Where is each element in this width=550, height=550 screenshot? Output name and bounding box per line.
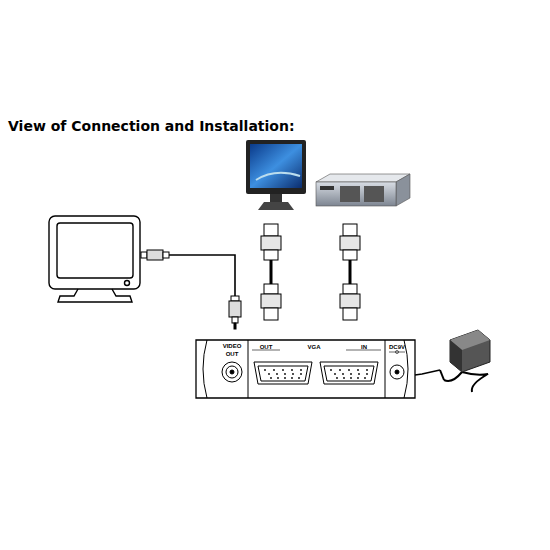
vga-pin	[343, 377, 345, 379]
rack-server	[316, 174, 410, 206]
vga-pin	[339, 369, 341, 371]
vga-pin	[291, 377, 293, 379]
vga-pin	[291, 369, 293, 371]
vga-pin	[284, 377, 286, 379]
vga-cables	[261, 224, 360, 320]
vga-pin	[330, 369, 332, 371]
vga-pin	[342, 373, 344, 375]
vga-pin	[273, 369, 275, 371]
panel-label: IN	[361, 344, 367, 350]
vga-pin	[336, 377, 338, 379]
vga-pin	[357, 377, 359, 379]
vga-pin	[300, 373, 302, 375]
vga-pin	[358, 373, 360, 375]
panel-label: OUT	[226, 351, 239, 357]
vga-pin	[264, 369, 266, 371]
vga-pin	[300, 369, 302, 371]
vga-pin	[270, 377, 272, 379]
vga-pin	[268, 373, 270, 375]
vga-pin	[284, 373, 286, 375]
panel-label: VGA	[307, 344, 320, 350]
vga-pin	[350, 373, 352, 375]
power-adapter	[415, 330, 490, 392]
vga-pin	[282, 369, 284, 371]
rca-cable	[141, 250, 241, 329]
panel-label: VIDEO	[223, 343, 242, 349]
vga-pin	[276, 373, 278, 375]
vga-pin	[298, 377, 300, 379]
vga-pin	[364, 377, 366, 379]
vga-pin	[277, 377, 279, 379]
title: View of Connection and Installation:	[8, 118, 295, 134]
crt-tv	[49, 216, 140, 302]
vga-pin	[357, 369, 359, 371]
lcd-monitor	[246, 140, 306, 210]
device-panel	[196, 340, 415, 398]
vga-pin	[366, 369, 368, 371]
panel-label: OUT	[260, 344, 273, 350]
vga-pin	[334, 373, 336, 375]
vga-pin	[350, 377, 352, 379]
panel-label: DC9V	[389, 344, 405, 350]
vga-pin	[292, 373, 294, 375]
vga-pin	[366, 373, 368, 375]
vga-pin	[348, 369, 350, 371]
